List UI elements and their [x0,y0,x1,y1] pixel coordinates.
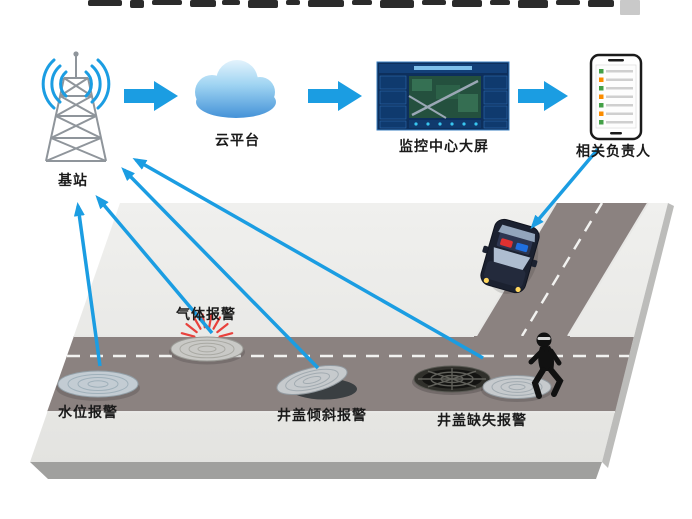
cloud-icon [195,60,276,118]
monitor-screen-icon [376,61,510,131]
water-manhole-icon [56,370,140,401]
police-car-icon [480,218,540,294]
thief-icon [528,332,564,399]
signal-waves-icon [41,58,111,110]
manhole-cover-icon [481,375,553,402]
base-station-label: 基站 [58,172,88,188]
water-alarm-label: 水位报警 [58,404,118,420]
alarm-arrows [73,147,600,370]
banner-gray-square [620,0,640,15]
monitor-map-area [408,76,481,119]
monitor-label: 监控中心大屏 [399,138,489,154]
arrow-gas-to-base [95,194,214,335]
arrow-missing-to-base [132,158,484,360]
gas-alarm-label: 气体报警 [176,306,236,322]
arrow-tilt-to-base [121,167,320,370]
missing-alarm-label: 井盖缺失报警 [437,412,527,428]
cropped-banner-strip [88,0,640,15]
base-station-icon [41,51,111,162]
arrow-phone-to-car [530,147,600,230]
flow-arrow-1 [124,81,178,111]
phone-notification-list [599,69,633,125]
smartphone-icon [589,53,643,141]
gas-manhole-icon [169,313,245,365]
gas-alert-rays-icon [180,313,234,338]
flow-arrow-3 [518,81,568,111]
police-light-blue [515,242,529,253]
vertical-road-dashed-line [520,202,604,337]
person-label: 相关负责人 [576,143,651,159]
flow-arrows [124,81,568,111]
tilt-alarm-label: 井盖倾斜报警 [277,407,367,423]
ground-right-edge [602,203,674,468]
arrow-water-to-base [73,202,102,367]
flow-arrow-2 [308,81,362,111]
road-scene [30,202,674,479]
tilted-manhole-icon [276,364,357,400]
cloud-label: 云平台 [215,132,260,148]
police-light-red [500,238,513,248]
ground-front-edge [30,462,602,479]
open-manhole-icon [412,365,492,395]
